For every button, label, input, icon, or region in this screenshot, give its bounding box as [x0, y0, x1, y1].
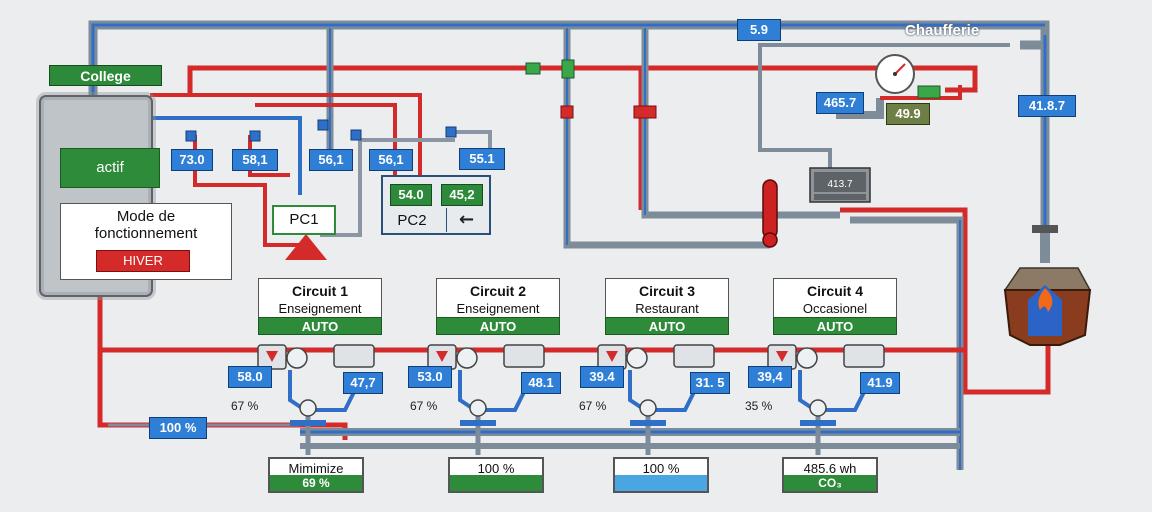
state-indicator: actif: [60, 148, 160, 188]
warning-icon: [285, 234, 327, 260]
circuit-summary-value: [615, 475, 707, 491]
circuit-return-temp: 48.1: [521, 372, 561, 394]
circuit-summary-box: 100 %: [448, 457, 544, 493]
circuit-supply-temp: 58.0: [228, 366, 272, 388]
circuit-title: Circuit 4: [806, 283, 863, 299]
sensor-value-5: 55.1: [459, 148, 505, 170]
circuit-mode-button[interactable]: AUTO: [436, 317, 560, 335]
sensor-value-2: 58,1: [232, 149, 278, 171]
thermometer-icon: [762, 179, 778, 239]
circuit-supply-temp: 39,4: [748, 366, 792, 388]
circuit-summary-box: 485.6 wh CO₃: [782, 457, 878, 493]
sensor-value-1: 73.0: [171, 149, 213, 171]
circuit-subtitle: Enseignement: [278, 301, 362, 316]
pc2-back-arrow-icon[interactable]: ←: [446, 208, 486, 232]
circuit-summary-value: 69 %: [270, 475, 362, 491]
circuit-valve-percentage: 67 %: [410, 399, 438, 413]
circuit-subtitle: Occasionel: [802, 301, 868, 316]
right-flow-value: 41.8.7: [1018, 95, 1076, 117]
circuit-mode-button[interactable]: AUTO: [773, 317, 897, 335]
pc2-value-a: 54.0: [390, 184, 432, 206]
circuit-title: Circuit 1: [291, 283, 348, 299]
circuit-summary-title: 100 %: [477, 461, 515, 476]
mode-hiver-button[interactable]: HIVER: [96, 250, 190, 272]
sensor-value-4: 56,1: [369, 149, 413, 171]
circuit-return-temp: 41.9: [860, 372, 900, 394]
pc1-button[interactable]: PC1: [272, 205, 336, 235]
circuit-mode-button[interactable]: AUTO: [258, 317, 382, 335]
circuit-return-temp: 31. 5: [690, 372, 730, 394]
circuit-supply-temp: 53.0: [408, 366, 452, 388]
top-flow-value: 5.9: [737, 19, 781, 41]
sensor-value-8: 413.7: [814, 178, 866, 192]
circuit-mode-button[interactable]: AUTO: [605, 317, 729, 335]
circuit-summary-box: Mimimize 69 %: [268, 457, 364, 493]
circuit-return-temp: 47,7: [343, 372, 383, 394]
circuit-subtitle: Restaurant: [635, 301, 699, 316]
mode-label: Mode de fonctionnement: [94, 208, 198, 242]
chaufferie-title: Chaufferie: [905, 22, 980, 39]
sensor-value-3: 56,1: [309, 149, 353, 171]
pump-percentage: 100 %: [149, 417, 207, 439]
circuit-subtitle: Enseignement: [456, 301, 540, 316]
circuit-summary-box: 100 %: [613, 457, 709, 493]
pc2-value-b: 45,2: [441, 184, 483, 206]
pc2-label: PC2: [397, 212, 427, 229]
circuit-title: Circuit 2: [469, 283, 526, 299]
circuit-valve-percentage: 67 %: [579, 399, 607, 413]
circuit-summary-value: CO₃: [784, 475, 876, 491]
circuit-summary-title: 100 %: [642, 461, 680, 476]
circuit-valve-percentage: 67 %: [231, 399, 259, 413]
circuit-summary-title: 485.6 wh: [803, 461, 857, 476]
circuit-supply-temp: 39.4: [580, 366, 624, 388]
circuit-summary-title: Mimimize: [288, 461, 344, 476]
site-label-college: College: [49, 65, 162, 86]
sensor-value-6: 465.7: [816, 92, 864, 114]
circuit-title: Circuit 3: [638, 283, 695, 299]
sensor-value-7: 49.9: [886, 103, 930, 125]
burner-icon: [1003, 225, 1092, 346]
circuit-summary-value: [450, 475, 542, 491]
circuit-valve-percentage: 35 %: [745, 399, 773, 413]
